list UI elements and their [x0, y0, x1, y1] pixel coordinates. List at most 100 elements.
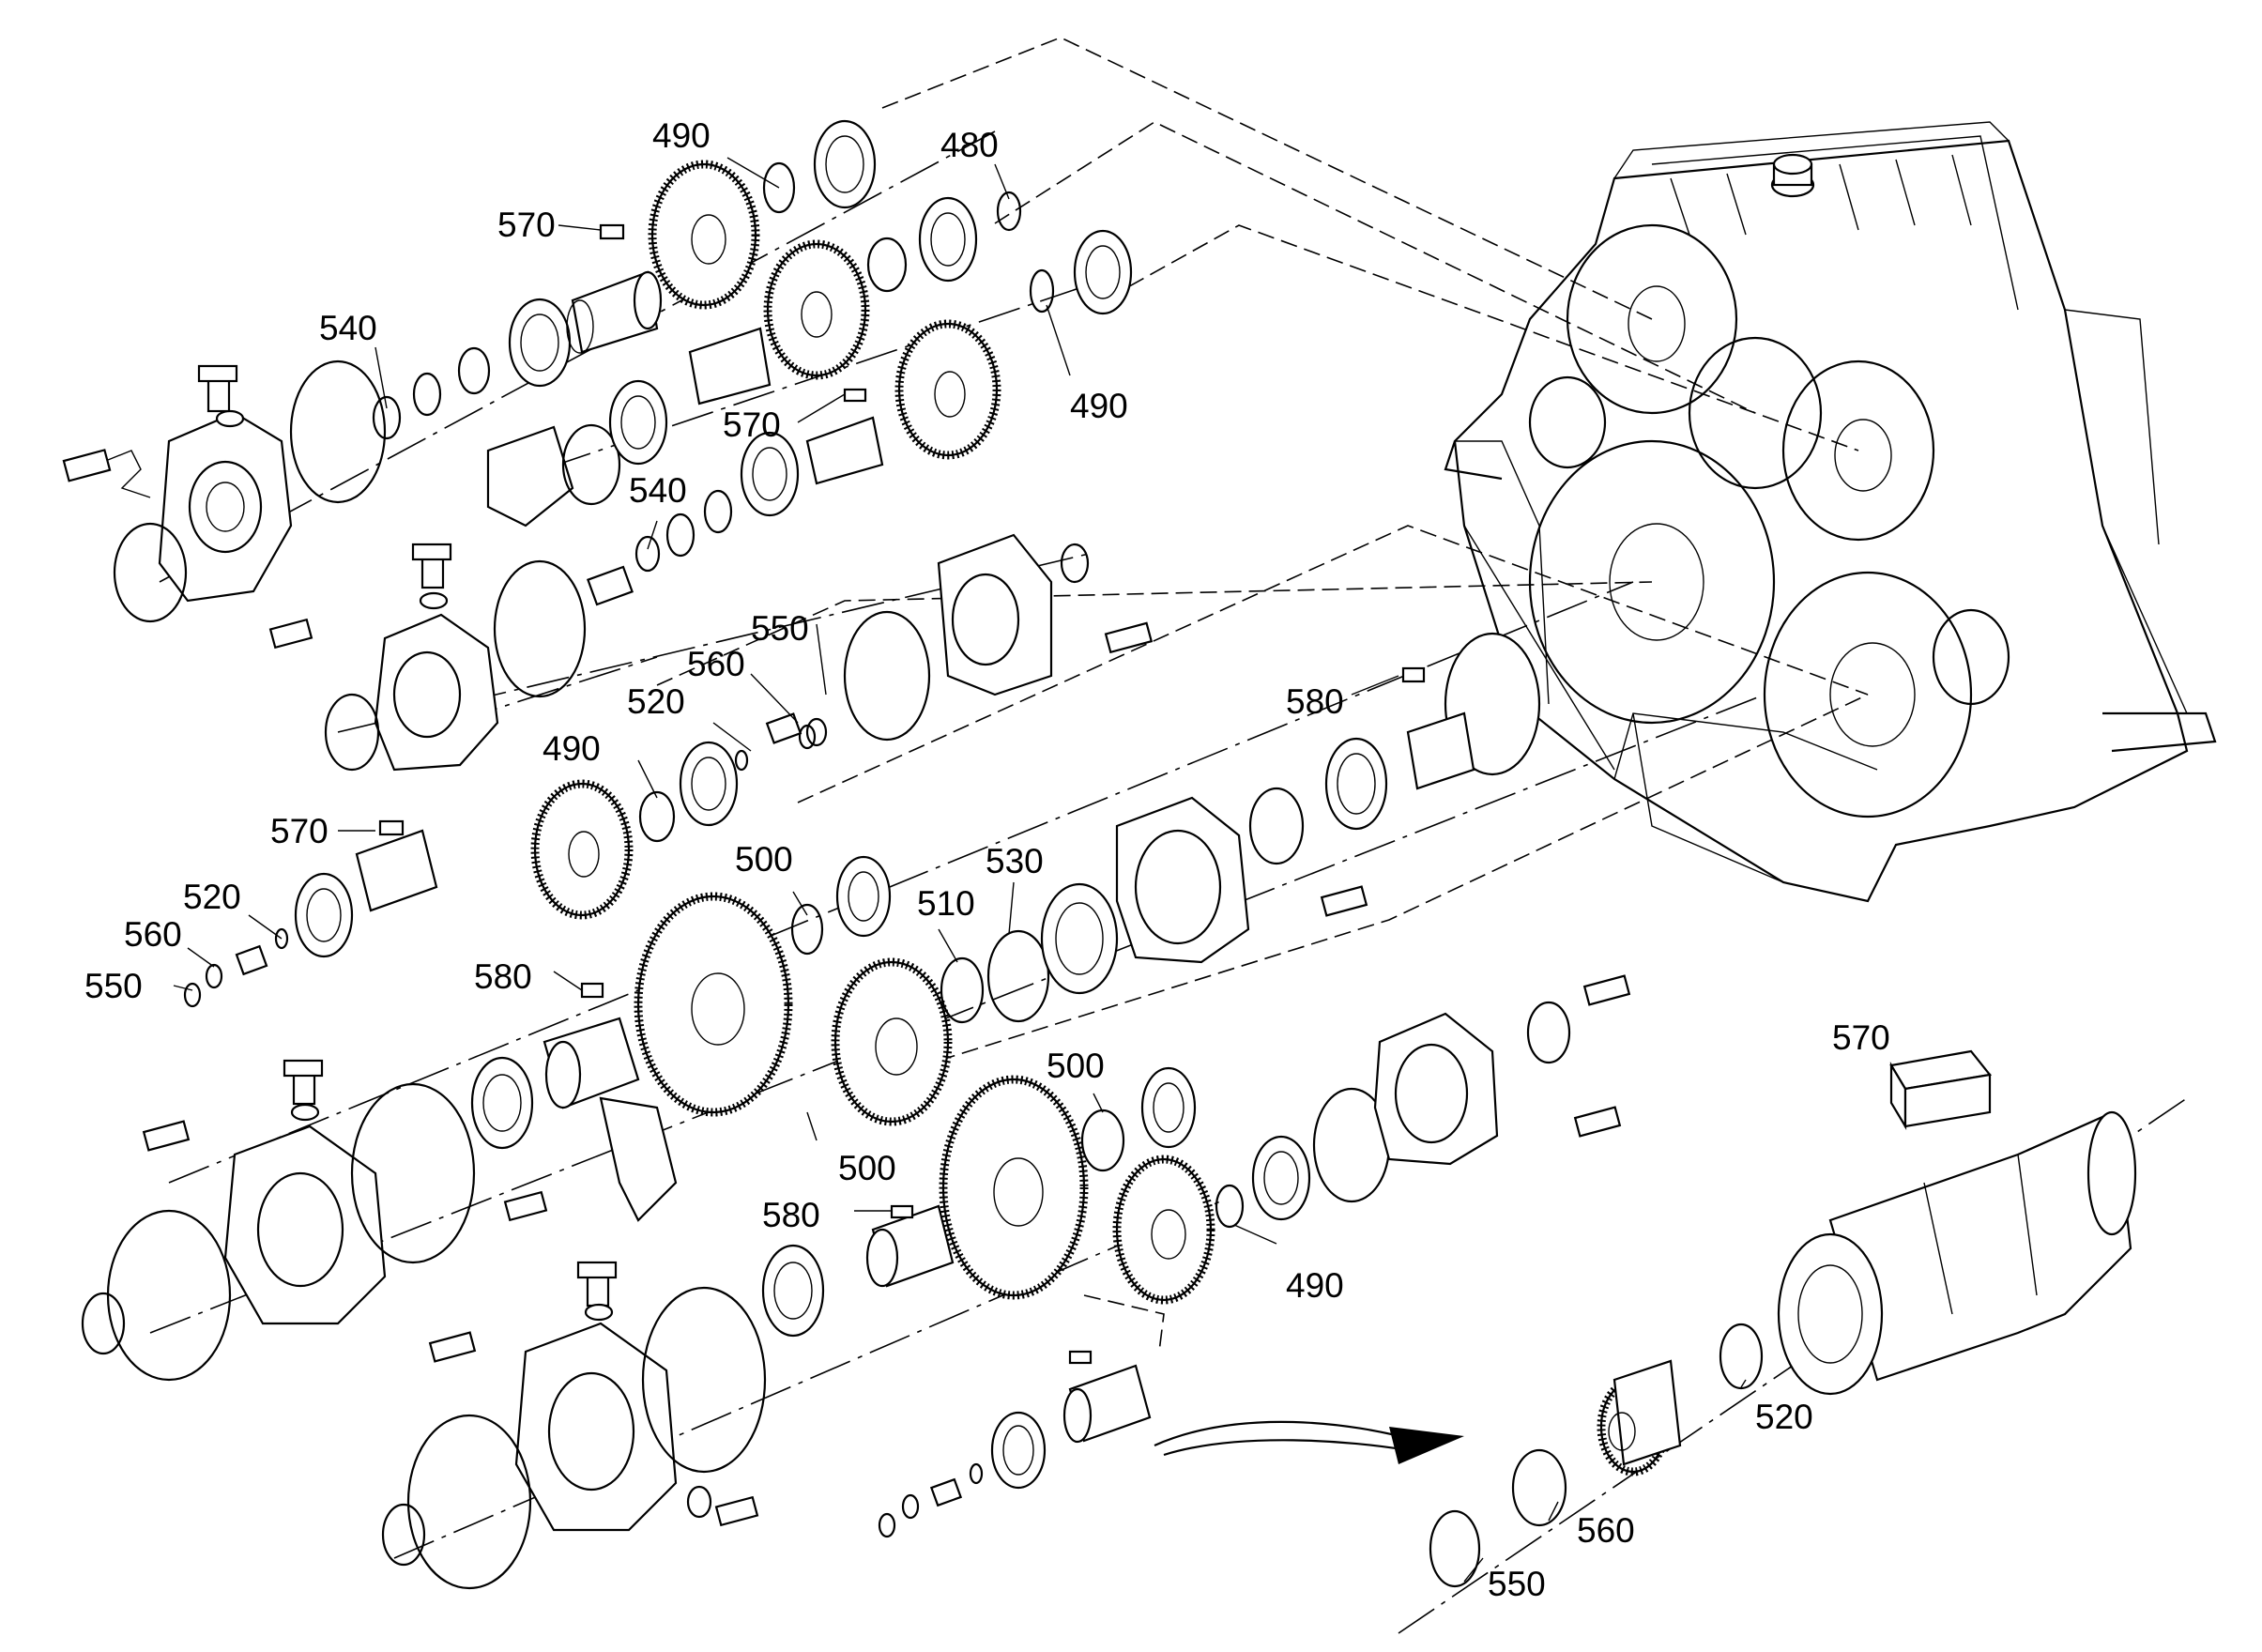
pinion-gear-detail — [1597, 1359, 1682, 1476]
gear-4 — [530, 779, 634, 920]
circlip-490b — [1029, 268, 1055, 314]
callout-510: 510 — [917, 884, 975, 923]
bearing-11 — [1040, 882, 1119, 995]
end-cover-4 — [1115, 796, 1250, 964]
bearing-7 — [294, 872, 354, 958]
gear-7 — [939, 1075, 1089, 1300]
end-cover-2-assembly — [268, 543, 587, 772]
callout-580: 580 — [1286, 682, 1344, 721]
circlip-540a — [372, 395, 402, 440]
pinion-shaft-2 — [805, 416, 884, 485]
end-cover-6 — [1373, 1012, 1499, 1166]
callout-550: 550 — [751, 609, 809, 648]
bearing-13 — [761, 1244, 825, 1338]
end-cover-7-assembly — [381, 1261, 767, 1590]
callout-560: 560 — [124, 915, 182, 954]
bearing-15 — [990, 1411, 1047, 1490]
callout-570: 570 — [270, 812, 329, 850]
end-cover-1 — [158, 411, 293, 603]
bearing-8 — [679, 741, 739, 827]
callout-500: 500 — [838, 1149, 896, 1187]
gear-6 — [831, 957, 953, 1126]
callout-520: 520 — [183, 878, 241, 916]
circlip-530 — [986, 929, 1050, 1023]
circlip-520-detail — [1719, 1323, 1764, 1390]
circlip-490d — [1215, 1184, 1245, 1229]
input-shaft-assembly — [62, 119, 877, 623]
gear-2 — [763, 239, 870, 380]
gear-1 — [648, 160, 760, 310]
gasket-1 — [289, 359, 387, 504]
bearing-6 — [1073, 229, 1133, 315]
flange-shaft — [1401, 632, 1541, 790]
callout-530: 530 — [986, 842, 1044, 880]
coupling-ring — [1324, 737, 1388, 831]
gearbox-housing — [1444, 121, 2217, 903]
pinion-shaft-1 — [566, 223, 663, 354]
bearing-10 — [835, 855, 892, 938]
circlip-510 — [940, 956, 985, 1024]
callout-480: 480 — [940, 126, 999, 164]
o-ring-1 — [113, 522, 188, 623]
screw-1 — [62, 449, 151, 498]
second-shaft-assembly — [486, 191, 1022, 528]
callout-490: 490 — [1070, 387, 1128, 425]
gear-5 — [634, 892, 793, 1117]
key-570c — [378, 819, 405, 836]
circlip-550-detail — [1429, 1509, 1481, 1588]
shaft-2 — [688, 327, 772, 405]
callout-550: 550 — [1488, 1565, 1546, 1603]
callout-570: 570 — [1832, 1018, 1890, 1057]
gear-3 — [894, 319, 1001, 460]
housing-bore-1 — [1566, 223, 1738, 415]
callout-540: 540 — [629, 471, 687, 510]
bearing-5 — [740, 431, 800, 517]
leader-lines — [173, 157, 1747, 1583]
callout-490: 490 — [543, 729, 601, 768]
callout-580: 580 — [762, 1196, 820, 1234]
callout-520: 520 — [627, 682, 685, 721]
callout-570: 570 — [497, 206, 556, 244]
bearing-12 — [1140, 1066, 1197, 1149]
pinion-assembly-small — [878, 1294, 1165, 1538]
end-cover-3-assembly — [734, 533, 1154, 772]
housing-bore-3 — [1781, 359, 1935, 542]
detail-arrow — [1154, 1420, 1464, 1464]
callout-570: 570 — [723, 405, 781, 444]
housing-bore-4 — [1528, 439, 1776, 725]
circlip-500c — [1080, 1109, 1125, 1172]
needle-bearing-1 — [587, 565, 634, 606]
third-shaft-assembly — [587, 229, 1133, 606]
callout-560: 560 — [687, 645, 745, 683]
callout-550: 550 — [84, 967, 143, 1005]
cover-plate — [486, 425, 574, 528]
circlip-490a — [762, 161, 796, 214]
middle-shaft-assembly — [183, 741, 739, 1008]
housing-bore-6 — [1528, 375, 2010, 706]
gear-8 — [1112, 1155, 1215, 1305]
pinion-shaft-3 — [355, 829, 438, 912]
bearing-1 — [508, 298, 572, 388]
bearing-3 — [608, 379, 668, 466]
callout-labels: 490 480 570 540 490 570 540 550 560 520 … — [84, 116, 1890, 1603]
circlip-480 — [996, 191, 1022, 232]
key-570a — [599, 223, 625, 240]
washer-560-detail — [1511, 1448, 1567, 1527]
callout-580: 580 — [474, 957, 532, 996]
lower-gear-train — [761, 974, 1631, 1338]
key-570b — [843, 388, 867, 403]
callout-540: 540 — [319, 309, 377, 347]
callout-560: 560 — [1577, 1511, 1635, 1550]
bracket — [599, 1096, 678, 1222]
bolt-1 — [197, 364, 245, 428]
callout-520: 520 — [1755, 1398, 1813, 1436]
assembly-lines — [656, 37, 1869, 1062]
bearing-2 — [813, 119, 877, 209]
detail-view — [1429, 1049, 2137, 1588]
housing-bore-2 — [1688, 336, 1823, 490]
callout-500: 500 — [1047, 1047, 1105, 1085]
callout-490: 490 — [1286, 1266, 1344, 1305]
key-detail — [1889, 1049, 1993, 1130]
output-shaft-assembly — [470, 632, 1541, 1150]
callout-500: 500 — [735, 840, 793, 879]
